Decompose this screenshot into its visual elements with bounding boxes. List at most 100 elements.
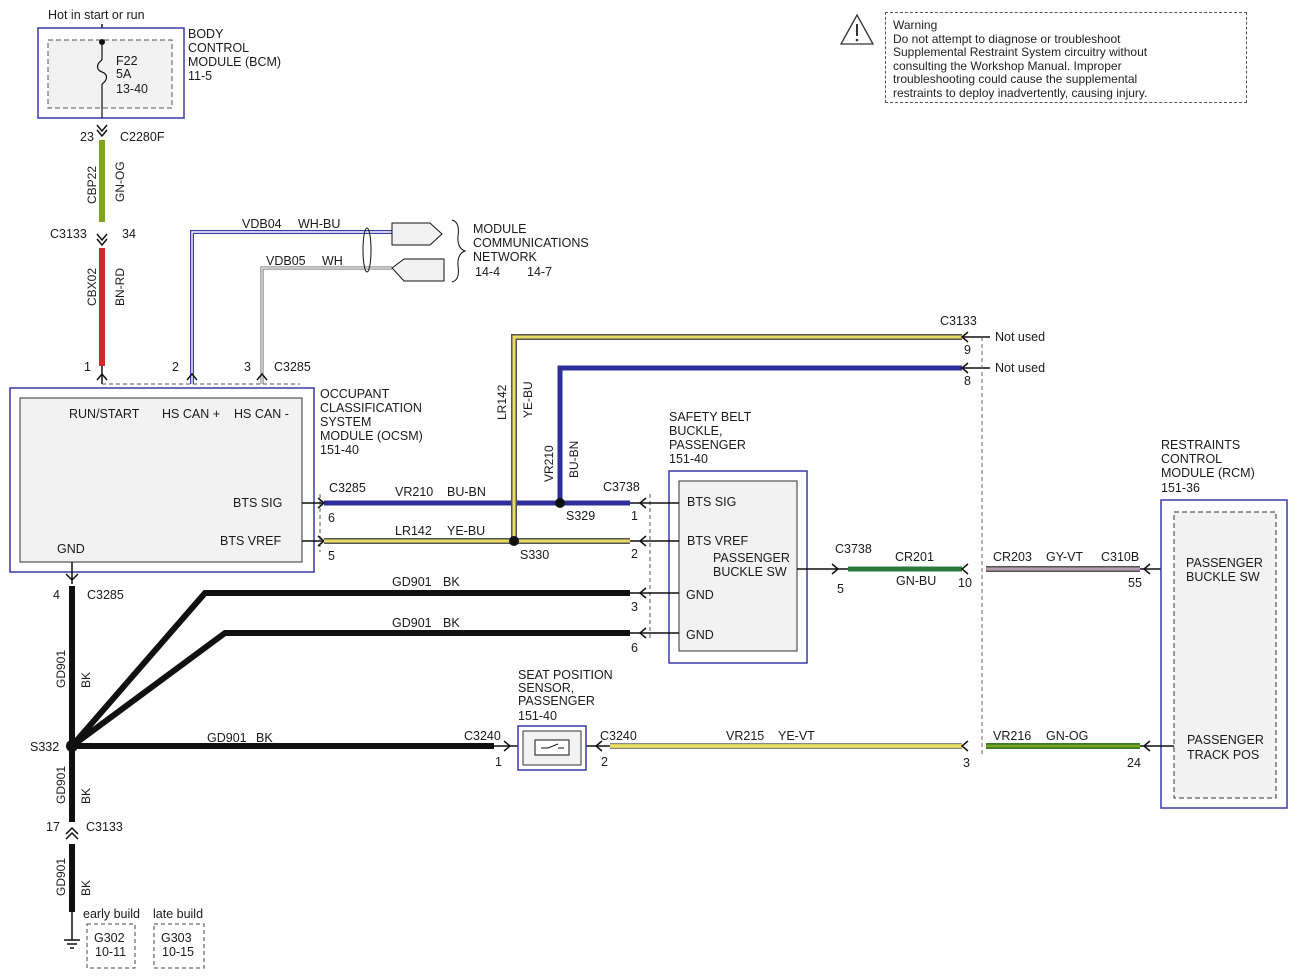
wire-cbp22-circuit: CBP22 [85, 166, 99, 204]
bcm-fuse-box [47, 39, 173, 109]
c3133-top-name: C3133 [50, 227, 87, 241]
warning-box: Warning Do not attempt to diagnose or tr… [885, 12, 1247, 103]
wire-gd901-vm-color: BK [79, 788, 93, 804]
rcm-label-3: MODULE (RCM) [1161, 466, 1255, 480]
network-connector-2 [391, 258, 445, 282]
buckle-out-connector-name: C3738 [835, 542, 872, 556]
c2280f-connector-symbol-2 [96, 129, 108, 138]
ground-g303-id: G303 [161, 931, 192, 945]
ocsm-pin-bts-vref: BTS VREF [220, 534, 281, 548]
ocsm-top-pin-3: 3 [244, 360, 251, 374]
rcm-label-1: RESTRAINTS [1161, 438, 1240, 452]
ocsm-pin3-connector [256, 372, 268, 381]
wire-lr142-to-c3133-fill [512, 335, 962, 541]
wire-vdb04-core [191, 231, 392, 384]
buckle-pin-gnd-2: GND [686, 628, 714, 642]
c3133-pin-3: 3 [963, 756, 970, 770]
rcm-label-4: 151-36 [1161, 481, 1200, 495]
seat-pin-1: 1 [495, 755, 502, 769]
rcm-buckle-sw-2: BUCKLE SW [1186, 570, 1260, 584]
network-label-3: NETWORK [473, 250, 538, 264]
ocsm-pin1-connector [96, 372, 108, 381]
seat-sensor-symbol [534, 739, 570, 756]
rcm-pin-55: 55 [1128, 576, 1142, 590]
ground-g303-ref: 10-15 [162, 945, 194, 959]
c2280f-name: C2280F [120, 130, 165, 144]
bcm-label-3: MODULE (BCM) [188, 55, 281, 69]
power-label: Hot in start or run [48, 8, 145, 22]
rcm-label-2: CONTROL [1161, 452, 1222, 466]
wire-cr203-color: GY-VT [1046, 550, 1083, 564]
ocsm-top-pin-2: 2 [172, 360, 179, 374]
wire-vr216-circuit: VR216 [993, 729, 1031, 743]
wire-vr210-vert-color: BU-BN [567, 441, 581, 478]
c3133-pin-9: 9 [964, 343, 971, 357]
not-used-pin9: Not used [995, 330, 1045, 344]
seat-pin-2: 2 [601, 755, 608, 769]
ground-g302-ref: 10-11 [95, 945, 126, 959]
seat-connector-left: C3240 [464, 729, 501, 743]
wire-gd901-vt-circuit: GD901 [54, 650, 68, 688]
buckle-pin-gnd-1: GND [686, 588, 714, 602]
wire-vr215-color: YE-VT [778, 729, 815, 743]
wire-gd901-branch-2 [70, 630, 630, 749]
warning-line-1: Do not attempt to diagnose or troublesho… [893, 31, 1121, 46]
seat-label-1: SEAT POSITION [518, 668, 613, 682]
c2280f-pin: 23 [80, 130, 94, 144]
warning-title: Warning [893, 18, 938, 32]
buckle-label-1: SAFETY BELT [669, 410, 752, 424]
splice-s329 [555, 498, 565, 508]
vdb04-circuit: VDB04 [242, 217, 282, 231]
network-brace [451, 219, 467, 283]
splice-s332-label: S332 [30, 740, 59, 754]
ground-late-build: late build [153, 907, 203, 921]
wire-lr142-vert-color: YE-BU [521, 381, 535, 418]
ocsm-label-5: 151-40 [320, 443, 359, 457]
wire-cr201-circuit: CR201 [895, 550, 934, 564]
c3133-top-connector-symbol [96, 233, 108, 242]
fuse-ref: 13-40 [116, 82, 148, 96]
wire-gd901-b2-color: BK [443, 616, 460, 630]
wire-vr215-circuit: VR215 [726, 729, 764, 743]
buckle-pin-bts-vref: BTS VREF [687, 534, 748, 548]
ocsm-pin-hs-can-minus: HS CAN - [234, 407, 289, 421]
buckle-pin-1: 1 [631, 509, 638, 523]
wire-cbx02-color: BN-RD [113, 268, 127, 306]
buckle-label-2: BUCKLE, [669, 424, 723, 438]
bcm-label-2: CONTROL [188, 41, 249, 55]
fuse-id: F22 [116, 54, 138, 68]
rcm-module-box [1173, 511, 1277, 799]
ocsm-top-connector: C3285 [274, 360, 311, 374]
warning-line-2: Supplemental Restraint System circuitry … [893, 45, 1148, 60]
buckle-pin-6: 6 [631, 641, 638, 655]
c3133-pin-8: 8 [964, 374, 971, 388]
wire-gd901-seat-color: BK [256, 731, 273, 745]
wire-gd901-b1-color: BK [443, 575, 460, 589]
seat-label-2: SENSOR, [518, 681, 574, 695]
wire-cbp22-color: GN-OG [113, 161, 127, 202]
ocsm-label-1: OCCUPANT [320, 387, 390, 401]
wire-gd901-seat-circuit: GD901 [207, 731, 247, 745]
wire-vr210-circuit: VR210 [395, 485, 433, 499]
ocsm-right-connector: C3285 [329, 481, 366, 495]
ground-early-build: early build [83, 907, 140, 921]
wire-vr210-to-c3133 [557, 365, 962, 503]
buckle-pin-bts-sig: BTS SIG [687, 495, 736, 509]
wire-vr216-color: GN-OG [1046, 729, 1088, 743]
ground-c3133-name: C3133 [86, 820, 123, 834]
c2280f-connector-symbol [96, 124, 108, 133]
rcm-track-pos-1: PASSENGER [1187, 733, 1264, 747]
wire-cr203-circuit: CR203 [993, 550, 1032, 564]
splice-s330-label: S330 [520, 548, 549, 562]
vdb05-color: WH [322, 254, 343, 268]
c3133-pin10-connector [960, 563, 969, 575]
wire-cbx02-circuit: CBX02 [85, 268, 99, 306]
wire-gd901-b1-circuit: GD901 [392, 575, 432, 589]
buckle-connector: C3738 [603, 480, 640, 494]
wire-gd901-vb-circuit: GD901 [54, 858, 68, 896]
wire-vr210-color: BU-BN [447, 485, 486, 499]
wire-gd901-b2-circuit: GD901 [392, 616, 432, 630]
wire-gd901-vm-circuit: GD901 [54, 766, 68, 804]
network-ref-1: 14-4 [475, 265, 500, 279]
seat-connector-right: C3240 [600, 729, 637, 743]
